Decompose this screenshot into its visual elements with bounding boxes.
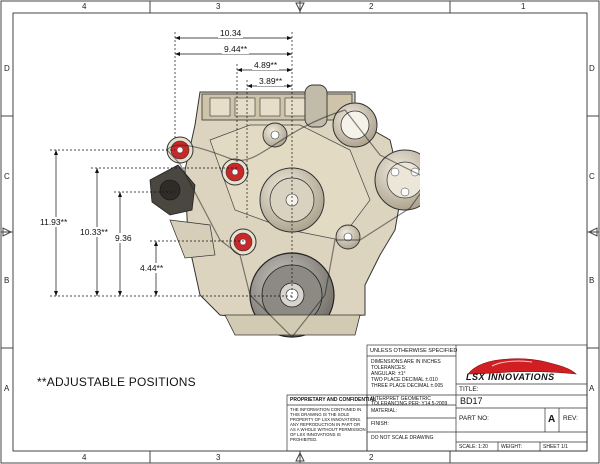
adjustable-positions-note: **ADJUSTABLE POSITIONS	[37, 375, 196, 389]
dimension-label-v4: 4.44**	[139, 263, 165, 273]
dimension-label-h1: 10.34	[218, 28, 244, 38]
lsx-innovations-logo-car	[467, 358, 577, 375]
weight-label: WEIGHT:	[501, 444, 522, 450]
dimension-label-v2: 10.33**	[79, 227, 109, 237]
zone-label-top-3: 3	[216, 2, 221, 11]
rev-label: REV:	[563, 415, 578, 422]
tolerancing-standard-text: TOLERANCING PER: Y14.5-2009	[371, 401, 448, 407]
zone-label-right-d: D	[589, 64, 595, 73]
engine-front-view-illustration	[149, 84, 420, 338]
proprietary-text: THE INFORMATION CONTAINED IN THIS DRAWIN…	[290, 407, 366, 442]
angular-tolerance-text: ANGULAR: ±1°	[371, 371, 406, 377]
size-value: A	[548, 414, 556, 425]
title-label: TITLE:	[459, 386, 479, 393]
zone-label-right-b: B	[589, 276, 595, 285]
sheet-text: SHEET 1/1	[543, 444, 568, 450]
zone-label-bottom-2: 2	[369, 453, 374, 462]
unless-specified-text: UNLESS OTHERWISE SPECIFIED	[370, 348, 458, 354]
dimension-label-v3: 9.36	[114, 233, 133, 243]
zone-label-top-4: 4	[82, 2, 87, 11]
do-not-scale-text: DO NOT SCALE DRAWING	[371, 435, 434, 441]
zone-label-top-2: 2	[369, 2, 374, 11]
zone-label-side-d: D	[4, 64, 10, 73]
title-value: BD17	[460, 396, 483, 406]
finish-label: FINISH:	[371, 421, 389, 427]
tolerances-text: TOLERANCES:	[371, 365, 407, 371]
three-place-tolerance-text: THREE PLACE DECIMAL ±.005	[371, 383, 444, 389]
zone-label-bottom-4: 4	[82, 453, 87, 462]
scale-text: SCALE: 1:20	[459, 444, 488, 450]
zone-label-side-b: B	[4, 276, 10, 285]
dimension-label-h3: 4.89**	[252, 60, 280, 70]
company-logo-text: LSX INNOVATIONS	[466, 372, 555, 382]
dimension-label-v1: 11.93**	[39, 217, 69, 227]
dims-in-inches-text: DIMENSIONS ARE IN INCHES	[371, 359, 441, 365]
part-no-label: PART NO:	[459, 415, 489, 422]
material-label: MATERIAL:	[371, 408, 398, 414]
interpret-geometric-text: INTERPRET GEOMETRIC	[371, 396, 431, 402]
dimension-label-h2: 9.44**	[222, 44, 250, 54]
zone-label-side-c: C	[4, 172, 10, 181]
two-place-tolerance-text: TWO PLACE DECIMAL ±.010	[371, 377, 438, 383]
zone-label-bottom-3: 3	[216, 453, 221, 462]
zone-label-right-a: A	[589, 384, 595, 393]
proprietary-heading: PROPRIETARY AND CONFIDENTIAL	[290, 397, 377, 403]
zone-label-top-1: 1	[521, 2, 526, 11]
zone-label-side-a: A	[4, 384, 10, 393]
zone-label-right-c: C	[589, 172, 595, 181]
dimension-label-h4: 3.89**	[257, 76, 285, 86]
